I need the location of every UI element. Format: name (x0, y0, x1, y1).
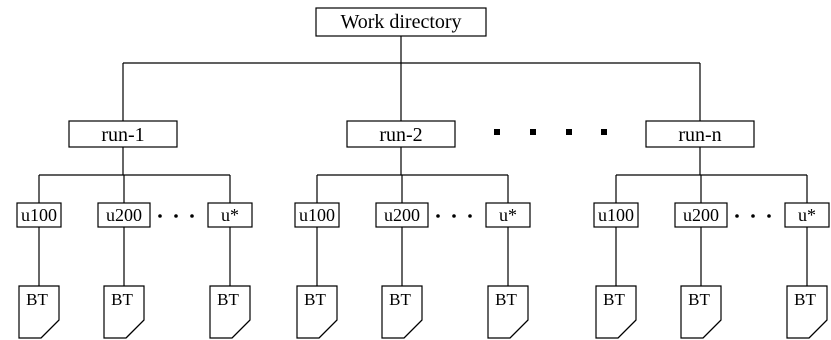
ellipsis-dot (158, 214, 162, 218)
run-node: run-2 (346, 120, 456, 148)
document-icon: BT (381, 285, 423, 339)
user-node: u* (784, 202, 830, 228)
document-icon: BT (209, 285, 251, 339)
run-label: run-2 (379, 124, 422, 146)
file-label: BT (26, 290, 48, 309)
user-node: u100 (294, 202, 340, 228)
file-label: BT (495, 290, 517, 309)
user-label: u100 (299, 205, 335, 225)
ellipsis-dot (735, 214, 739, 218)
root-node: Work directory (315, 7, 487, 37)
user-label: u200 (106, 205, 142, 225)
file-label: BT (304, 290, 326, 309)
user-label: u100 (598, 205, 634, 225)
ellipsis-dot (190, 214, 194, 218)
file-label: BT (217, 290, 239, 309)
ellipsis-dot (436, 214, 440, 218)
run-ellipsis-square (601, 129, 607, 135)
ellipsis-dot (174, 214, 178, 218)
document-icon: BT (487, 285, 529, 339)
document-icon: BT (296, 285, 338, 339)
user-node: u* (485, 202, 531, 228)
run-ellipsis-square (494, 129, 500, 135)
user-node: u200 (375, 202, 429, 228)
root-label: Work directory (340, 11, 461, 33)
run-node: run-n (645, 120, 755, 148)
file-label: BT (389, 290, 411, 309)
user-label: u100 (21, 205, 57, 225)
ellipsis-dot (767, 214, 771, 218)
user-label: u* (499, 205, 517, 225)
ellipsis-dot (452, 214, 456, 218)
user-node: u100 (593, 202, 639, 228)
user-label: u200 (683, 205, 719, 225)
run-ellipsis-square (566, 129, 572, 135)
file-label: BT (603, 290, 625, 309)
user-node: u100 (16, 202, 62, 228)
run-label: run-1 (101, 124, 144, 146)
document-icon: BT (595, 285, 637, 339)
user-label: u200 (384, 205, 420, 225)
omission-markers (158, 129, 771, 218)
file-label: BT (688, 290, 710, 309)
user-label: u* (221, 205, 239, 225)
user-node: u* (207, 202, 253, 228)
document-icon: BT (786, 285, 828, 339)
document-icon: BT (103, 285, 145, 339)
file-label: BT (794, 290, 816, 309)
ellipsis-dot (751, 214, 755, 218)
run-node: run-1 (68, 120, 178, 148)
run-label: run-n (678, 124, 721, 146)
file-label: BT (111, 290, 133, 309)
user-node: u200 (97, 202, 151, 228)
document-icon: BT (680, 285, 722, 339)
document-icon: BT (18, 285, 60, 339)
user-label: u* (798, 205, 816, 225)
ellipsis-dot (468, 214, 472, 218)
run-ellipsis-square (530, 129, 536, 135)
user-node: u200 (674, 202, 728, 228)
tree-connectors (38, 36, 808, 286)
